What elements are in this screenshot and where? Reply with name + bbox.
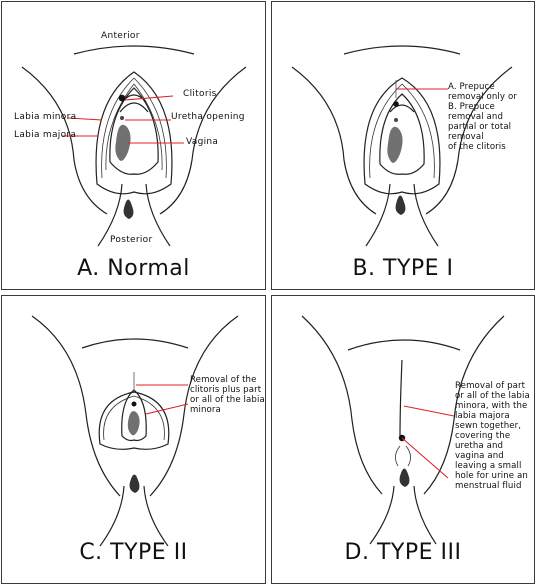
caption-type-2: C. TYPE II bbox=[79, 540, 188, 565]
caption-normal: A. Normal bbox=[77, 256, 190, 281]
label-labia-minora: Labia minora bbox=[14, 112, 77, 122]
clitoris-dot bbox=[393, 101, 399, 107]
note-type-2: Removal of the clitoris plus part or all… bbox=[190, 375, 265, 415]
panel-type-3: Removal of part or all of the labia mino… bbox=[271, 295, 535, 584]
label-anterior: Anterior bbox=[101, 31, 140, 41]
panel-normal: Anterior Posterior Clitoris Labia minora… bbox=[1, 1, 266, 290]
anus-shape bbox=[123, 199, 134, 219]
uretha-dot bbox=[394, 118, 398, 122]
caption-type-1: B. TYPE I bbox=[352, 256, 454, 281]
uretha-dot bbox=[120, 116, 124, 120]
label-vagina: Vagina bbox=[186, 137, 219, 147]
normal-anatomy-drawing bbox=[21, 45, 247, 247]
uretha-dot bbox=[131, 401, 137, 407]
anus-shape bbox=[129, 474, 140, 493]
label-posterior: Posterior bbox=[110, 235, 153, 245]
label-labia-majora: Labia majora bbox=[14, 130, 77, 140]
label-clitoris: Clitoris bbox=[183, 89, 217, 99]
label-uretha-opening: Uretha opening bbox=[171, 112, 245, 122]
type3-anatomy-drawing bbox=[301, 315, 505, 545]
vagina-shape bbox=[387, 126, 403, 163]
type1-anatomy-drawing bbox=[291, 45, 513, 247]
type2-anatomy-drawing bbox=[31, 315, 239, 547]
anus-shape bbox=[399, 468, 410, 487]
vagina-shape bbox=[115, 124, 131, 161]
panel-type-2: Removal of the clitoris plus part or all… bbox=[1, 295, 266, 584]
clitoris-dot bbox=[118, 94, 126, 102]
anus-shape bbox=[395, 195, 406, 215]
note-type-1: A. Prepuce removal only or B. Prepuce re… bbox=[448, 82, 517, 152]
caption-type-3: D. TYPE III bbox=[344, 540, 462, 565]
note-type-3: Removal of part or all of the labia mino… bbox=[455, 381, 530, 491]
vagina-shape bbox=[127, 411, 140, 436]
panel-type-1: A. Prepuce removal only or B. Prepuce re… bbox=[271, 1, 535, 290]
